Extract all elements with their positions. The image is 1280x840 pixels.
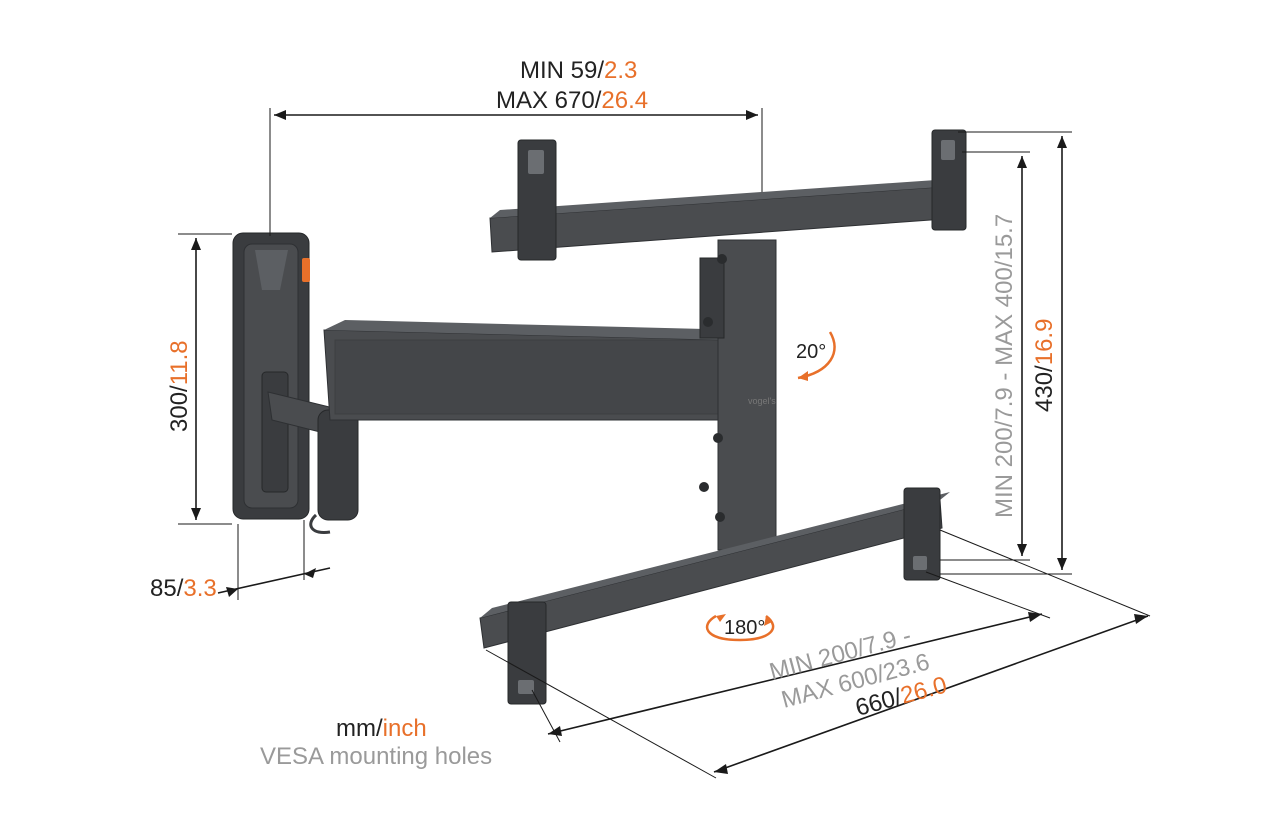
top-rail xyxy=(489,129,967,261)
arm-second-segment xyxy=(323,320,745,421)
dimension-lines xyxy=(178,108,1151,779)
vesa-note: VESA mounting holes xyxy=(260,743,492,770)
wall-mount-illustration: vogel's xyxy=(232,129,967,705)
max-arm-extension-label: MAX 670/26.4 xyxy=(496,87,648,114)
total-height-label: 430/16.9 xyxy=(1031,319,1058,412)
orange-release-tab xyxy=(302,258,310,282)
swivel-angle-label: 180° xyxy=(724,617,765,639)
wall-plate-depth-label: 85/3.3 xyxy=(150,575,217,602)
arm-first-segment xyxy=(267,391,359,535)
unit-legend: mm/inch xyxy=(336,715,427,742)
brand-logo: vogel's xyxy=(748,396,776,406)
vesa-vertical-range-label: MIN 200/7.9 - MAX 400/15.7 xyxy=(991,214,1018,518)
min-arm-extension-label: MIN 59/2.3 xyxy=(520,57,637,84)
tilt-rotation-icon xyxy=(797,331,836,381)
wall-plate-height-label: 300/11.8 xyxy=(166,340,193,432)
tv-bracket-column: vogel's xyxy=(699,239,777,551)
wall-plate xyxy=(232,232,310,520)
tilt-angle-label: 20° xyxy=(796,341,826,363)
bottom-rail xyxy=(479,487,950,705)
swivel-rotation-icon xyxy=(705,614,775,642)
